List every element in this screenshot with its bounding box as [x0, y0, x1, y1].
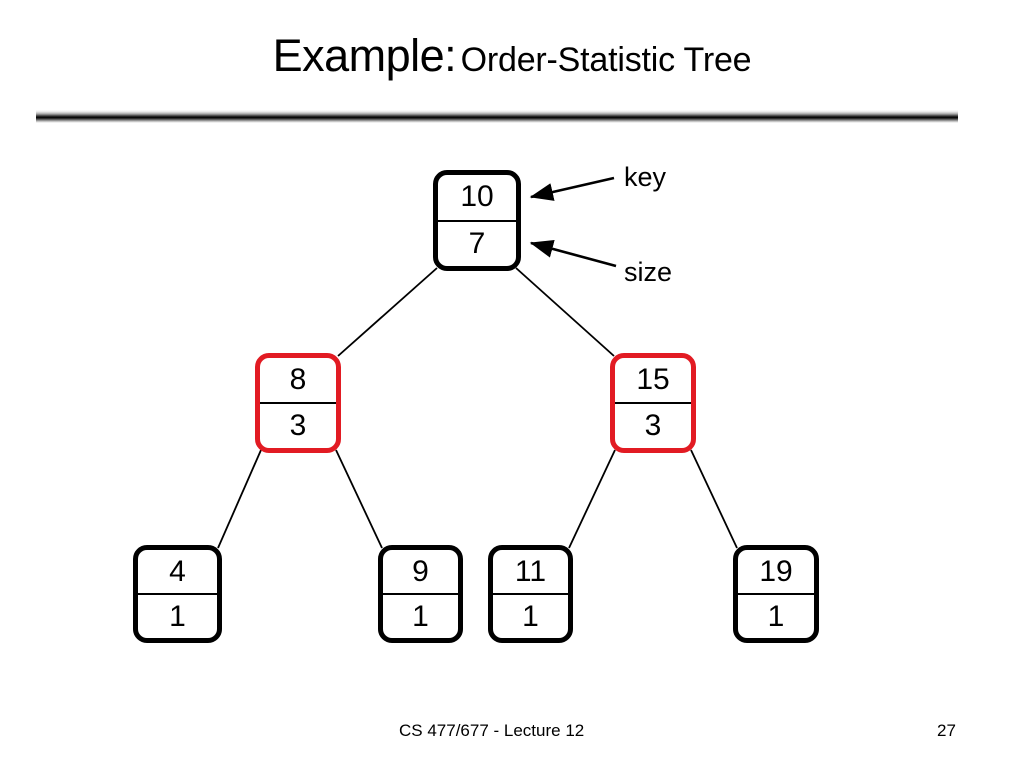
edge-root-to-8 [337, 267, 438, 357]
page-title-main: Example: [272, 30, 457, 81]
node-size-value: 1 [767, 599, 785, 633]
tree-node-15[interactable]: 15 3 [610, 353, 696, 453]
tree-node-9[interactable]: 9 1 [378, 545, 463, 643]
edge-8-to-4 [217, 449, 262, 549]
tree-node-11[interactable]: 11 1 [488, 545, 573, 643]
edge-15-to-11 [568, 449, 616, 549]
node-size-value: 7 [468, 226, 486, 260]
node-size-value: 1 [522, 599, 539, 633]
tree-node-root[interactable]: 10 7 [433, 170, 521, 271]
node-size-value: 1 [412, 599, 429, 633]
tree-node-19[interactable]: 19 1 [733, 545, 819, 643]
node-key-value: 19 [738, 550, 814, 595]
size-annotation-arrow [529, 239, 617, 268]
node-size-value: 1 [169, 599, 186, 633]
node-key-value: 4 [138, 550, 217, 595]
node-key-value: 8 [260, 358, 336, 404]
title-divider-rule [36, 110, 958, 123]
key-annotation-label: key [624, 162, 667, 192]
tree-node-4[interactable]: 4 1 [133, 545, 222, 643]
edge-root-to-15 [515, 267, 615, 357]
edge-8-to-9 [335, 449, 383, 549]
page-title-sub: Order-Statistic Tree [460, 41, 752, 79]
node-size-value: 3 [644, 409, 662, 442]
edge-15-to-19 [690, 449, 738, 549]
node-key-value: 9 [383, 550, 458, 595]
size-annotation-label: size [624, 257, 673, 287]
page-title: Example: Order-Statistic Tree [0, 33, 1024, 78]
node-size-value: 3 [289, 409, 307, 442]
node-key-value: 15 [615, 358, 691, 404]
key-annotation-arrow [529, 176, 615, 201]
footer-course-label: CS 477/677 - Lecture 12 [399, 721, 585, 740]
node-key-value: 11 [493, 550, 568, 595]
tree-node-8[interactable]: 8 3 [255, 353, 341, 453]
footer-slide-number: 27 [937, 721, 956, 740]
node-key-value: 10 [438, 175, 516, 222]
